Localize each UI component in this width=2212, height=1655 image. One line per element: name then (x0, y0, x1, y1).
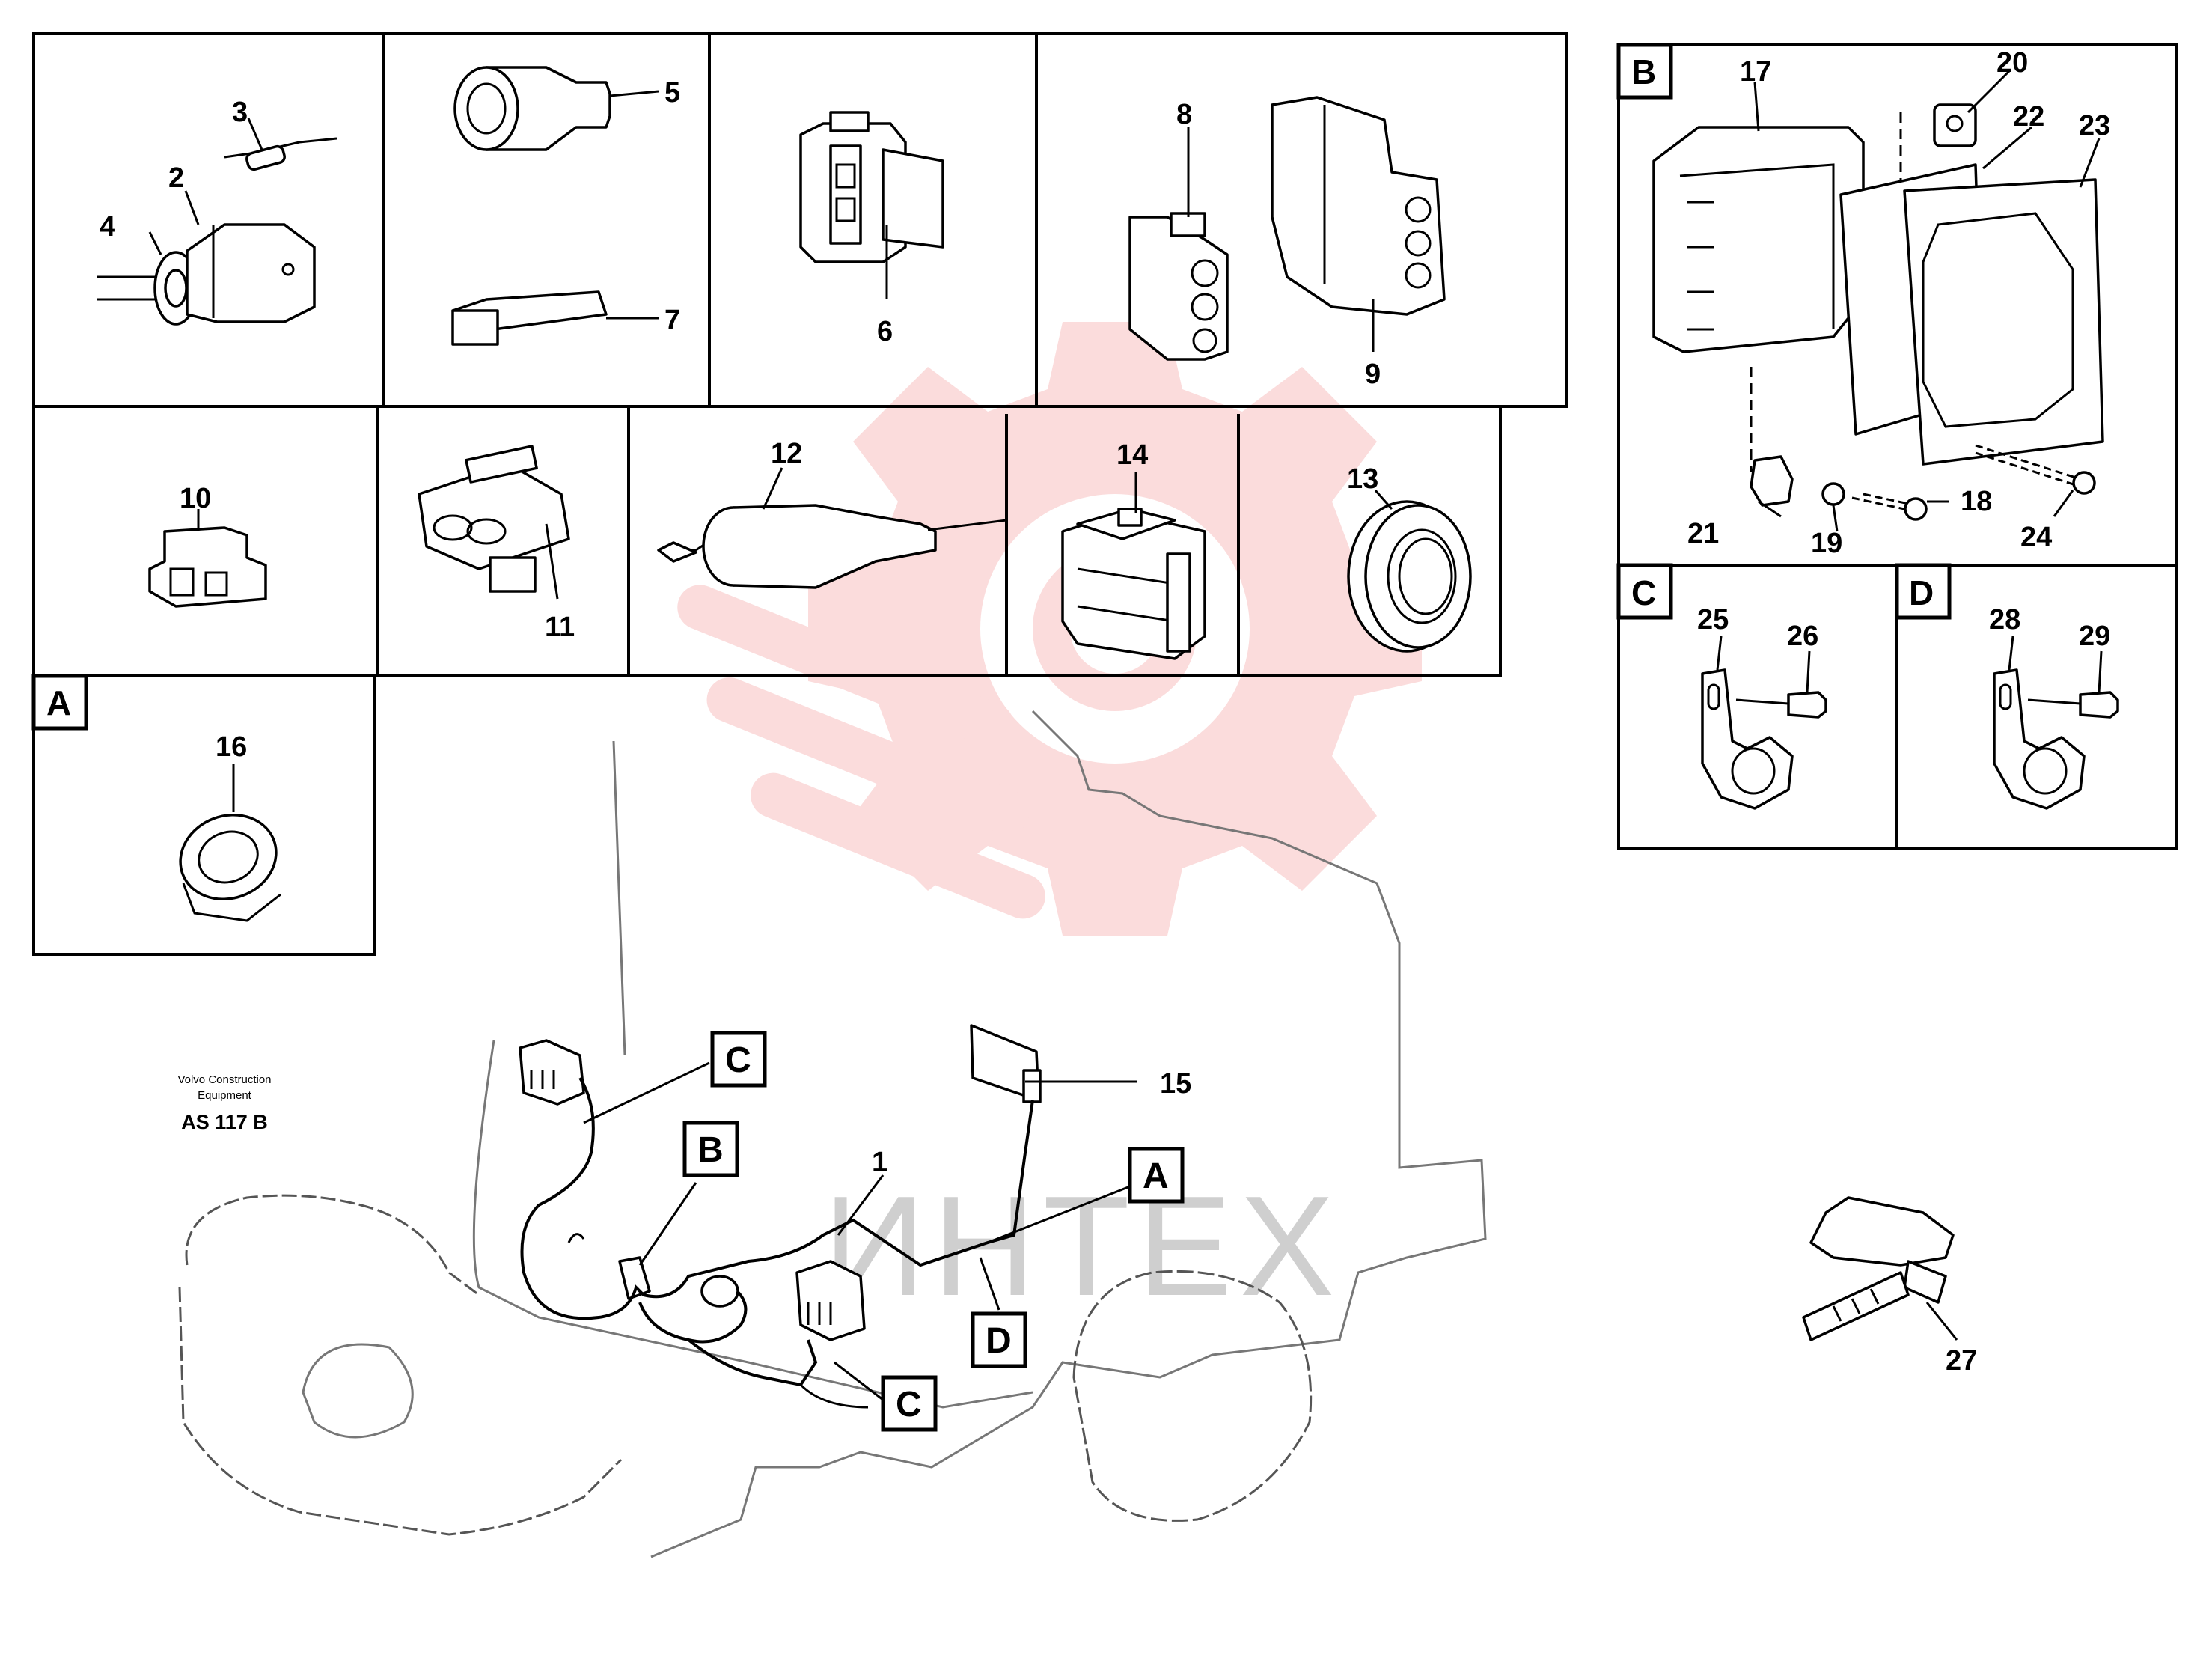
part-label-18: 18 (1961, 486, 1992, 517)
part-label-5: 5 (664, 77, 680, 109)
cell-connector-11 (418, 445, 570, 600)
clamp-25-26 (1701, 636, 1827, 810)
part-label-4: 4 (100, 211, 115, 243)
part-label-9: 9 (1365, 359, 1381, 390)
callout-box-d (971, 1311, 1027, 1368)
callout-box-b (682, 1121, 739, 1177)
clamp-28-29 (1993, 636, 2119, 810)
cable-tie-27 (1802, 1196, 1958, 1341)
part-label-16: 16 (216, 731, 247, 763)
machine-outline (178, 710, 1487, 1558)
part-label-7: 7 (664, 305, 680, 336)
section-a-frame (32, 674, 376, 956)
callout-c-lower: C (896, 1385, 922, 1424)
callout-box-c-lower (881, 1375, 938, 1432)
section-a-label: A (46, 683, 71, 722)
part-label-1: 1 (872, 1147, 887, 1178)
part-label-11: 11 (545, 612, 575, 643)
brand-line-2: Equipment (198, 1089, 252, 1102)
part-label-23: 23 (2079, 110, 2110, 141)
part-label-27: 27 (1946, 1345, 1977, 1377)
part-label-28: 28 (1989, 604, 2020, 636)
parts-grid (32, 32, 1568, 956)
callout-b: B (697, 1130, 724, 1170)
part-label-6: 6 (877, 316, 893, 347)
cell-nut-16 (179, 764, 281, 922)
part-label-3: 3 (232, 97, 248, 128)
cell-fuse-holder-10 (148, 509, 267, 608)
watermark-text: ИНТЕХ (823, 1167, 1342, 1326)
cell-bulb-socket-12 (657, 467, 1007, 589)
part-label-20: 20 (1996, 47, 2028, 79)
section-d-frame (1895, 564, 2178, 850)
part-label-24: 24 (2020, 522, 2052, 553)
cell-housing-6 (799, 111, 944, 299)
part-label-14: 14 (1116, 439, 1148, 471)
machine-components (519, 1024, 1042, 1341)
cell-connectors-8-9 (1128, 96, 1446, 361)
section-d-badge (1895, 563, 1952, 620)
part-label-22: 22 (2013, 101, 2044, 132)
watermark-gear-logo (677, 322, 1422, 936)
part-label-25: 25 (1697, 604, 1729, 636)
part-label-2: 2 (168, 162, 184, 194)
grid-row-2-frame (32, 405, 1502, 677)
section-b-badge (1616, 43, 1673, 100)
brand-line-1: Volvo Construction (177, 1073, 271, 1086)
drawing-code: AS 117 B (181, 1111, 268, 1133)
callout-c-upper: C (725, 1040, 751, 1080)
callout-box-a (1128, 1147, 1185, 1204)
callout-a: A (1143, 1156, 1169, 1196)
callout-d: D (986, 1321, 1012, 1361)
cell-boot-terminal-5-7 (451, 66, 659, 346)
part-label-13: 13 (1347, 463, 1378, 495)
part-label-19: 19 (1811, 528, 1842, 559)
wiring-harness (520, 1076, 1034, 1409)
cell-connector-2-3-4 (97, 118, 337, 326)
part-label-12: 12 (771, 438, 802, 469)
section-a-badge (31, 674, 88, 731)
part-label-21: 21 (1687, 518, 1719, 549)
part-label-17: 17 (1740, 56, 1771, 88)
callout-leaders (583, 1061, 1137, 1401)
part-label-10: 10 (180, 483, 211, 514)
part-label-29: 29 (2079, 621, 2110, 652)
cell-relay-socket-14 (1061, 472, 1206, 660)
fuse-box-assembly (1652, 70, 2104, 532)
callout-box-c-upper (710, 1031, 767, 1088)
cell-grommet-13 (1347, 490, 1472, 653)
part-label-26: 26 (1787, 621, 1818, 652)
section-b-label: B (1631, 52, 1656, 91)
part-label-15: 15 (1160, 1068, 1191, 1100)
section-c-label: C (1631, 573, 1656, 612)
section-c-badge (1616, 563, 1673, 620)
part-label-8: 8 (1176, 99, 1192, 130)
section-d-label: D (1909, 573, 1934, 612)
